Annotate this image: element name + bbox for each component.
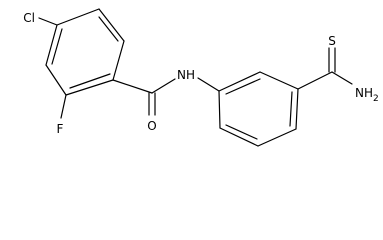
ring-b-bond-6 — [218, 90, 221, 129]
chlorine-atom-label: Cl — [23, 11, 35, 25]
ring-a-bond-6 — [45, 24, 58, 66]
ring-a-bond-6-inner — [51, 28, 63, 65]
nh-to-ring-bond — [197, 77, 220, 92]
ring-a-bond-3 — [112, 40, 125, 81]
amino-subscript-2: 2 — [373, 94, 379, 104]
c-f-bond — [60, 94, 67, 119]
amide-nh-atom-label: NH — [177, 68, 195, 82]
ring-b-bond-1-inner — [225, 78, 261, 95]
amino-nh-text: NH — [355, 86, 373, 100]
ring-b-bond-5-inner — [225, 124, 258, 140]
ring-b-bond-5 — [219, 127, 259, 147]
thiocarbamoylphenyl-ring — [218, 71, 299, 147]
c-cl-bond — [38, 17, 58, 26]
thioamide-to-nh2-bond — [331, 71, 353, 85]
ring-b-bond-3 — [295, 88, 299, 130]
ring-b-bond-1 — [218, 71, 261, 92]
ring-a-bond-5 — [45, 64, 67, 96]
chlorofluorophenyl-ring — [45, 8, 125, 96]
ring-to-carbonyl-bond — [112, 79, 153, 94]
ring-a-bond-1 — [56, 8, 100, 26]
ring-a-bond-4-inner — [69, 73, 111, 89]
ring-b-bond-4 — [257, 128, 297, 147]
ring-a-bond-4 — [65, 79, 114, 96]
ring-to-thioamide-bond — [297, 71, 333, 90]
carbonyl-to-nh-bond — [151, 78, 176, 94]
ring-b-bond-2 — [259, 71, 299, 90]
fluorine-atom-label: F — [57, 122, 64, 136]
amino-nh2-atom-label: NH2 — [355, 86, 379, 104]
ring-b-bond-3-inner — [289, 91, 293, 127]
chemical-structure: Cl F O NH S NH2 — [23, 8, 379, 147]
sulfur-atom-label: S — [328, 34, 336, 48]
ring-a-bond-2-inner — [98, 16, 119, 42]
ring-a-bond-2 — [98, 8, 125, 42]
oxygen-atom-label: O — [147, 119, 156, 133]
